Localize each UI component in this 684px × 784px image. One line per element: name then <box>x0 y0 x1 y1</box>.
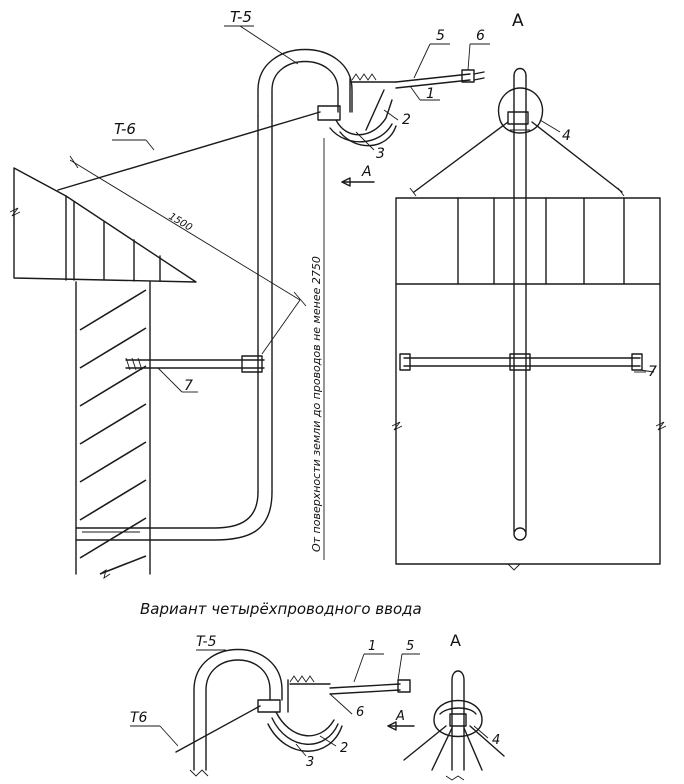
view-arrow-a-top <box>341 177 375 187</box>
label-t5-top: T-5 <box>230 8 252 26</box>
label-t5-bottom: T-5 <box>196 634 217 650</box>
label-6-bottom: 6 <box>356 705 364 720</box>
roof <box>9 167 197 283</box>
label-arrow-a-top: A <box>361 164 372 180</box>
label-dimension-1500: 1500 <box>166 211 193 234</box>
label-t6-top: T-6 <box>114 120 136 138</box>
label-6-top: 6 <box>476 28 485 44</box>
label-2-top: 2 <box>402 112 411 128</box>
dimension-1500 <box>69 155 307 355</box>
label-vertical-note: От поверхности земли до проводов не мене… <box>310 256 323 552</box>
leaders-top <box>112 25 490 151</box>
label-arrow-a-bottom: A <box>395 709 405 724</box>
label-view-a-bottom-title: A <box>450 631 461 650</box>
insulator-assembly <box>317 69 485 147</box>
bracket-7-left <box>125 355 265 393</box>
label-5-top: 5 <box>436 28 445 44</box>
main-elevation <box>9 25 490 580</box>
wall <box>75 281 151 580</box>
label-t6-bottom: T6 <box>130 710 148 726</box>
label-3-bottom: 3 <box>306 755 314 770</box>
wire-t6 <box>57 111 321 191</box>
label-5-bottom: 5 <box>406 639 414 654</box>
label-7-right: 7 <box>648 364 657 380</box>
variant-caption: Вариант четырёхпроводного ввода <box>140 600 422 618</box>
label-4-view: 4 <box>562 128 571 144</box>
pipe-t5 <box>75 48 353 541</box>
label-3-top: 3 <box>376 146 385 162</box>
bottom-variant <box>130 648 505 781</box>
label-4-bottom: 4 <box>492 733 500 748</box>
label-1-bottom: 1 <box>368 639 376 654</box>
label-2-bottom: 2 <box>340 741 348 756</box>
label-view-a-title: A <box>512 11 524 31</box>
label-1-top: 1 <box>426 86 435 102</box>
label-7-left: 7 <box>184 378 193 394</box>
view-a <box>391 67 667 571</box>
